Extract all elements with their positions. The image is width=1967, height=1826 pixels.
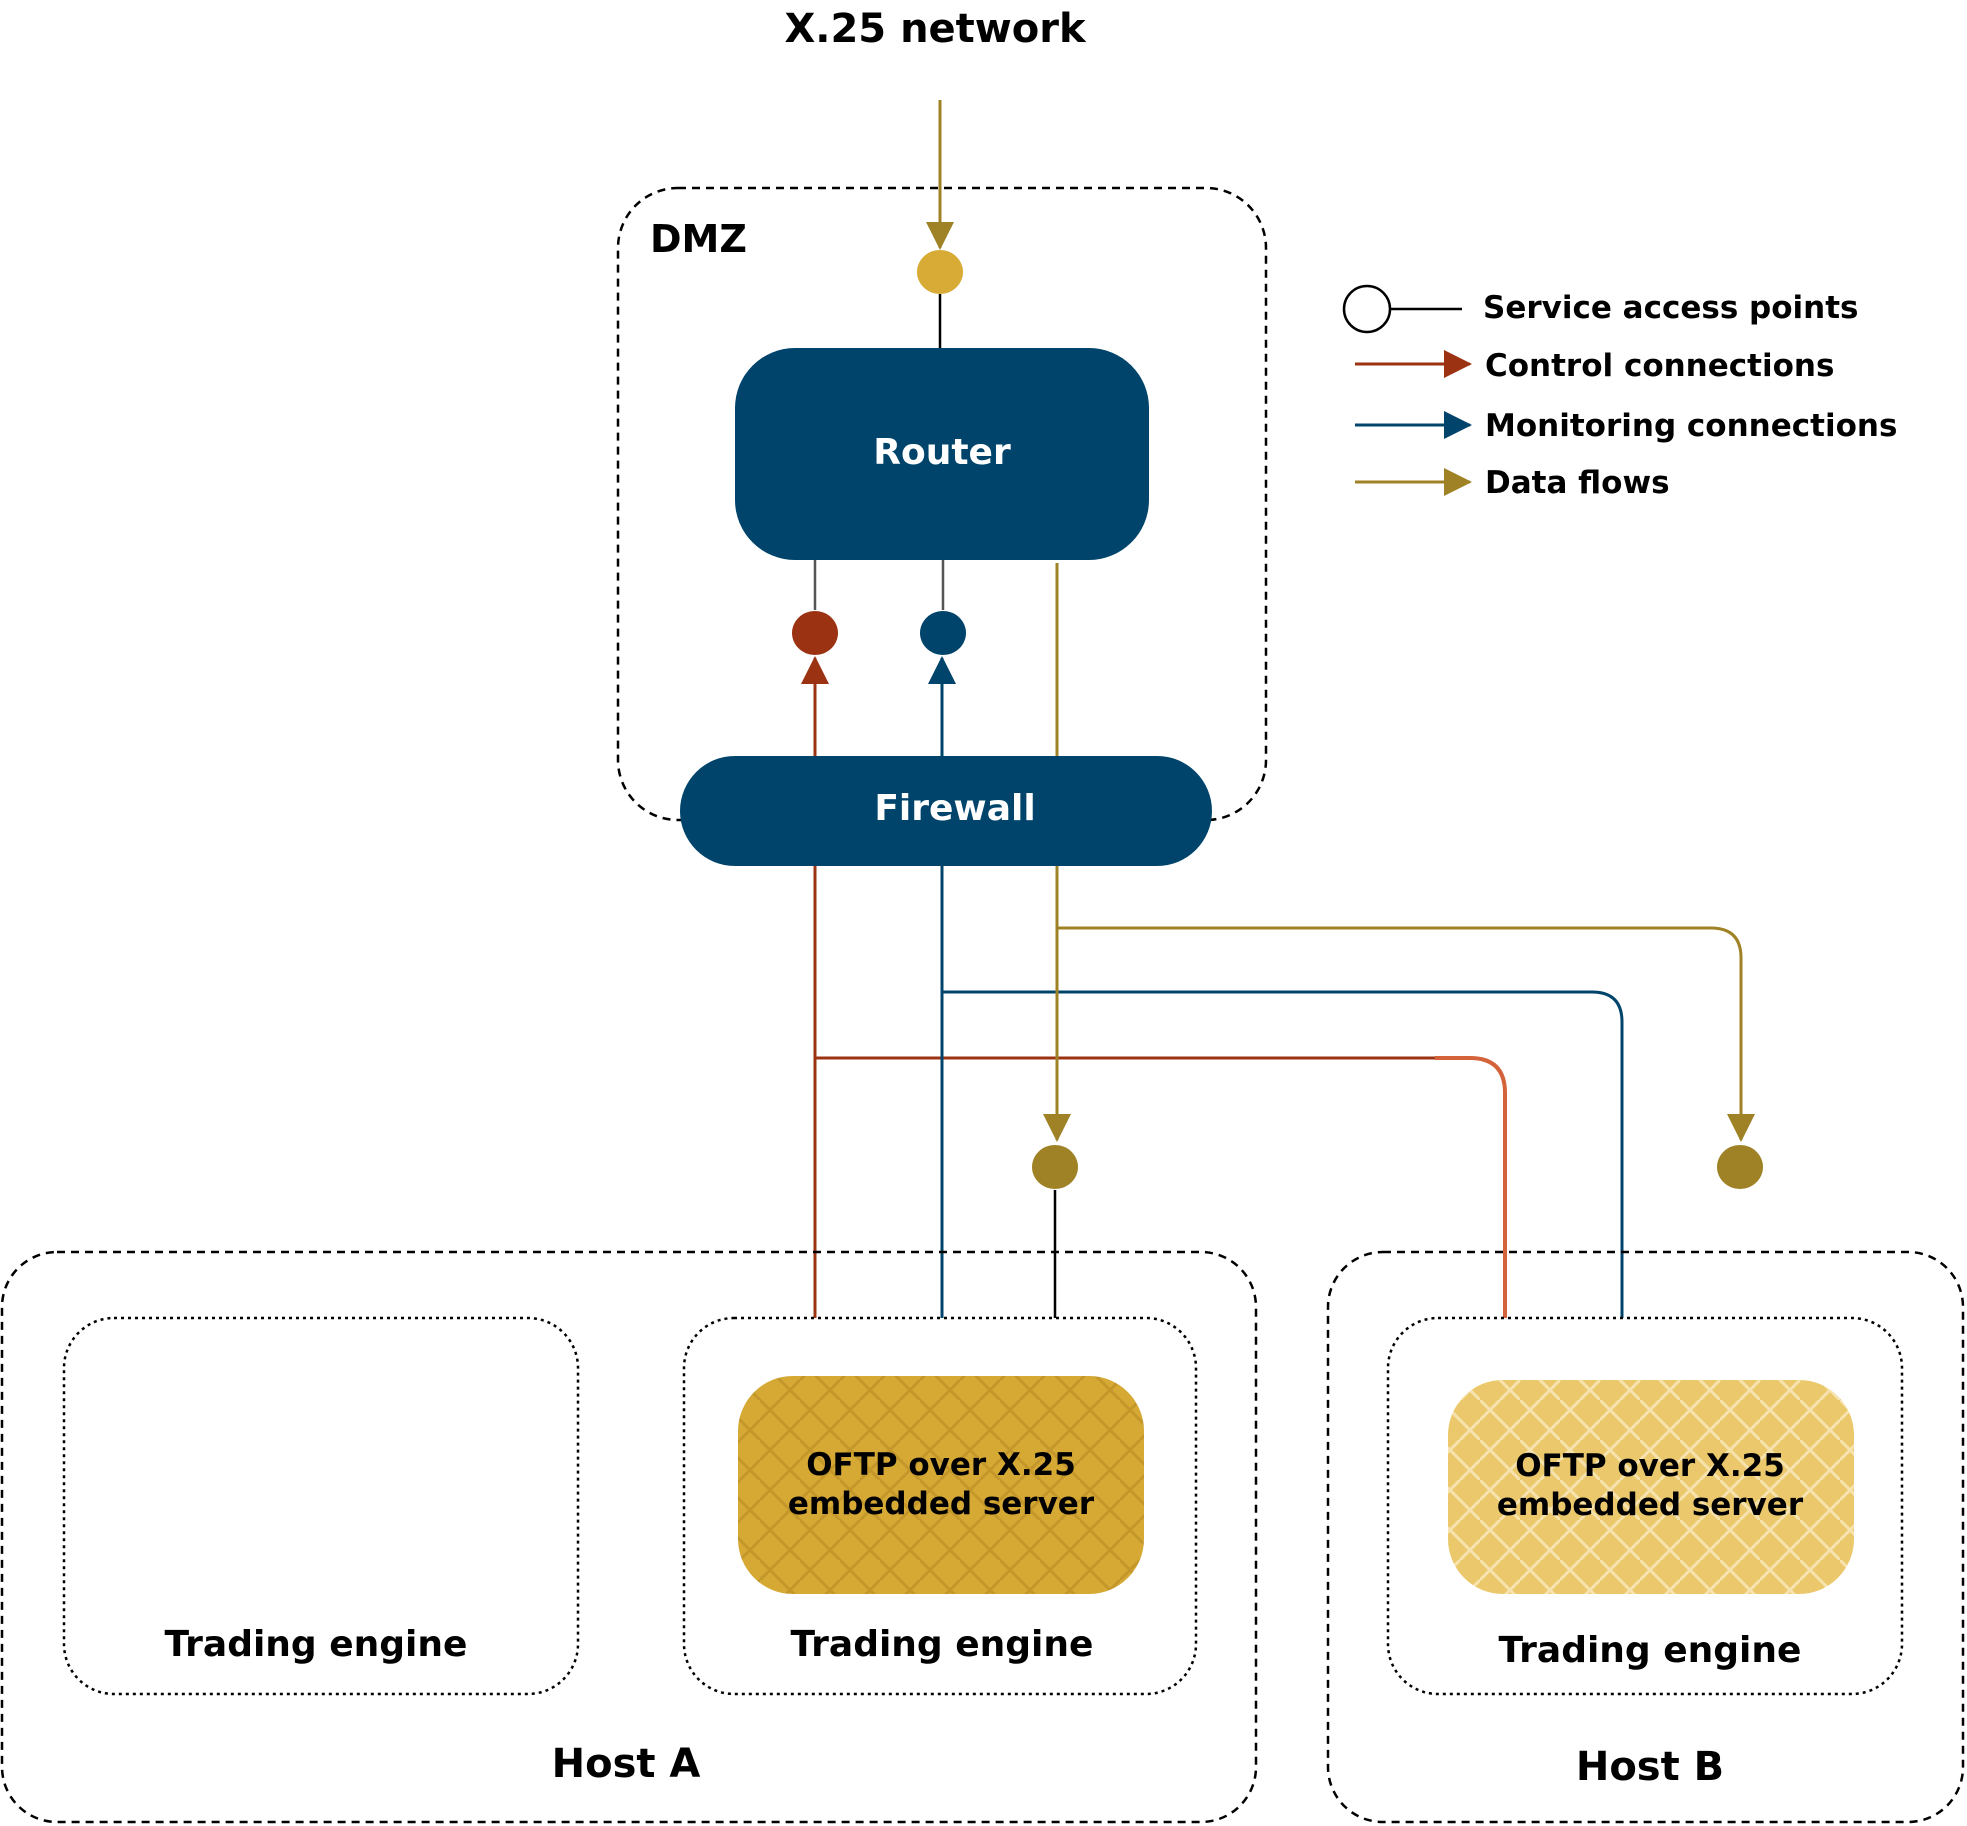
host-a-oftp-server-line2: embedded server [788, 1486, 1095, 1522]
host-a-oftp-server [738, 1376, 1144, 1594]
host-a-trading-engine-right [682, 1316, 1198, 1696]
dmz-label: DMZ [650, 217, 747, 261]
legend-monitoring-label: Monitoring connections [1485, 408, 1897, 444]
host-a-trading-engine-left-label: Trading engine [165, 1624, 468, 1665]
host-a-label: Host A [552, 1741, 701, 1787]
legend-sap-label: Service access points [1483, 290, 1859, 326]
host-b-trading-engine-label: Trading engine [1499, 1630, 1802, 1671]
host-a-trading-engine-right-label: Trading engine [791, 1624, 1094, 1665]
host-a-trading-engine-left [62, 1316, 580, 1696]
legend-data-label: Data flows [1485, 465, 1670, 501]
legend-control-label: Control connections [1485, 348, 1834, 384]
router-network-sap [917, 250, 963, 294]
host-a-data-sap [1032, 1145, 1078, 1189]
dmz-zone [616, 186, 1268, 822]
router-label: Router [873, 432, 1011, 473]
control-connection-host-b-branch [1435, 1056, 1507, 1318]
host-b-label: Host B [1576, 1744, 1724, 1790]
host-a-oftp-server-line1: OFTP over X.25 [806, 1447, 1076, 1483]
legend-sap-icon [1342, 284, 1392, 334]
host-b-trading-engine [1386, 1316, 1904, 1696]
host-b-oftp-server-line1: OFTP over X.25 [1515, 1448, 1785, 1484]
host-b-oftp-server-line2: embedded server [1497, 1487, 1804, 1523]
monitoring-connection-host-b [942, 990, 1624, 1318]
data-flow-host-b [1057, 926, 1755, 1142]
firewall-box [680, 756, 1212, 866]
router-control-sap [792, 611, 838, 655]
legend: Service access points Control connection… [1342, 284, 1897, 501]
firewall-label: Firewall [874, 788, 1035, 829]
router-monitoring-sap [920, 611, 966, 655]
router-box [735, 348, 1149, 560]
host-b-data-sap [1717, 1145, 1763, 1189]
host-b-oftp-server [1448, 1380, 1854, 1594]
host-b-zone [1326, 1250, 1965, 1824]
host-a-zone [0, 1250, 1258, 1824]
network-title: X.25 network [784, 6, 1087, 52]
